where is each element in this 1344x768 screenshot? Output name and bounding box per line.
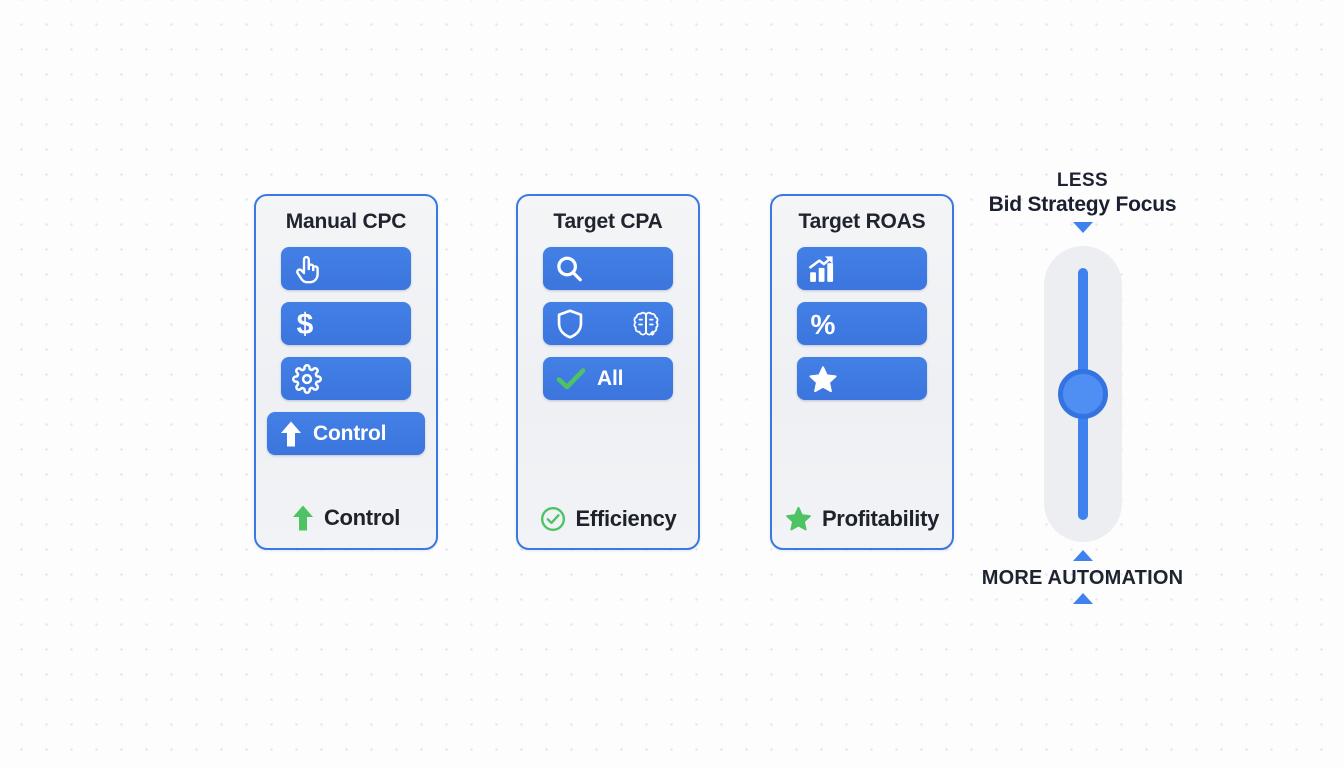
triangle-up-icon — [1072, 550, 1093, 561]
bid-strategy-cards-row: Manual CPC $ — [254, 194, 964, 550]
triangle-up-icon-lower — [1072, 593, 1093, 604]
gear-icon — [292, 363, 322, 394]
dollar-sign-icon: $ — [292, 308, 318, 340]
card-title: Target ROAS — [798, 210, 926, 233]
up-arrow-icon — [280, 420, 302, 448]
up-arrow-icon — [292, 504, 314, 532]
pill-control[interactable]: Control — [267, 412, 425, 455]
pill-stack: All — [518, 247, 698, 400]
pill-all[interactable]: All — [543, 357, 673, 400]
search-icon — [554, 254, 584, 284]
pill-star[interactable] — [797, 357, 927, 400]
shield-icon — [556, 308, 584, 339]
footer-label: Control — [323, 505, 401, 530]
pill-stack: % — [772, 247, 952, 400]
percent-icon: % — [808, 308, 838, 340]
pill-percent[interactable]: % — [797, 302, 927, 345]
card-title: Manual CPC — [285, 210, 407, 233]
trending-up-chart-icon — [808, 254, 838, 284]
strategy-card-target-roas[interactable]: Target ROAS % — [770, 194, 954, 550]
svg-text:$: $ — [297, 308, 314, 340]
footer-label: Profitability — [821, 505, 940, 531]
check-circle-icon — [540, 506, 566, 532]
svg-text:%: % — [811, 309, 836, 340]
pill-shield-brain[interactable] — [543, 302, 673, 345]
triangle-down-icon — [1072, 222, 1093, 233]
strategy-card-manual-cpc[interactable]: Manual CPC $ — [254, 194, 438, 550]
pill-stack: $ Control — [256, 247, 436, 455]
slider-bottom-labels: MORE AUTOMATION — [960, 550, 1205, 604]
card-footer-manual-cpc: Control — [256, 504, 436, 532]
pill-label: Control — [313, 421, 387, 445]
slider-thumb[interactable] — [1057, 369, 1108, 419]
card-footer-target-cpa: Efficiency — [518, 506, 698, 532]
slider-track-shell[interactable] — [1043, 246, 1122, 542]
pill-pointing-hand[interactable] — [281, 247, 411, 290]
pointing-hand-cursor-icon — [292, 253, 322, 285]
check-icon — [556, 366, 586, 392]
star-icon — [808, 364, 838, 394]
star-icon — [785, 505, 812, 532]
footer-label: Efficiency — [575, 506, 677, 531]
bid-strategy-focus-slider: LESS Bid Strategy Focus MORE AUTOMATION — [960, 170, 1205, 610]
pill-dollar[interactable]: $ — [281, 302, 411, 345]
pill-trending-chart[interactable] — [797, 247, 927, 290]
pill-search[interactable] — [543, 247, 673, 290]
card-title: Target CPA — [553, 210, 663, 233]
slider-title-label: Bid Strategy Focus — [988, 193, 1177, 216]
pill-gear[interactable] — [281, 357, 411, 400]
strategy-card-target-cpa[interactable]: Target CPA — [516, 194, 700, 550]
card-footer-target-roas: Profitability — [772, 505, 952, 532]
slider-top-labels: LESS Bid Strategy Focus — [960, 170, 1205, 233]
slider-more-automation-label: MORE AUTOMATION — [981, 567, 1184, 589]
slider-less-label: LESS — [1056, 170, 1109, 191]
pill-label: All — [597, 366, 624, 390]
brain-icon — [632, 310, 660, 338]
